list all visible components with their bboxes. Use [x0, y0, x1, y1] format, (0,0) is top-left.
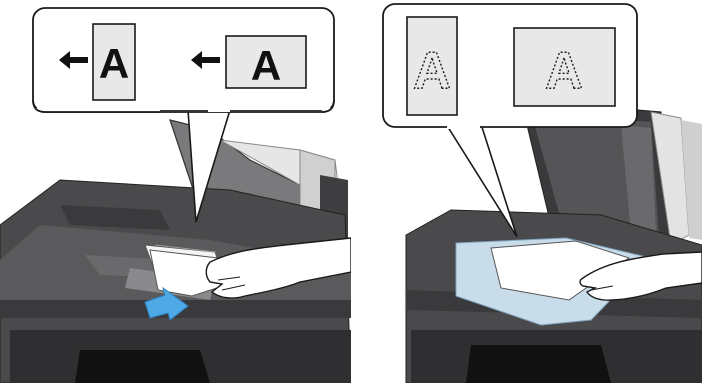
portrait-original-card: A	[406, 16, 458, 116]
portrait-original-letter: A	[99, 40, 129, 87]
hand	[579, 251, 702, 301]
insert-arrow-icon	[144, 286, 189, 321]
landscape-original-letter: A	[251, 42, 281, 89]
glass-scene: A A	[382, 3, 702, 383]
landscape-original-card: A	[225, 35, 307, 89]
adf-scene: A A	[0, 7, 351, 383]
landscape-original-letter: A	[545, 42, 583, 100]
portrait-original-card: A	[92, 23, 136, 101]
landscape-original-card: A	[513, 27, 616, 107]
document-cover	[520, 99, 702, 251]
glass-callout: A A	[382, 3, 638, 129]
hand	[205, 237, 351, 299]
paper-stack	[144, 244, 227, 297]
feed-direction-arrow-icon	[191, 51, 220, 69]
feed-direction-arrow-icon	[59, 51, 88, 69]
glass-placement-illustration: A A	[351, 0, 702, 383]
adf-loading-illustration: A A	[0, 7, 351, 383]
portrait-original-letter: A	[413, 42, 451, 100]
adf-callout: A A	[32, 7, 335, 113]
